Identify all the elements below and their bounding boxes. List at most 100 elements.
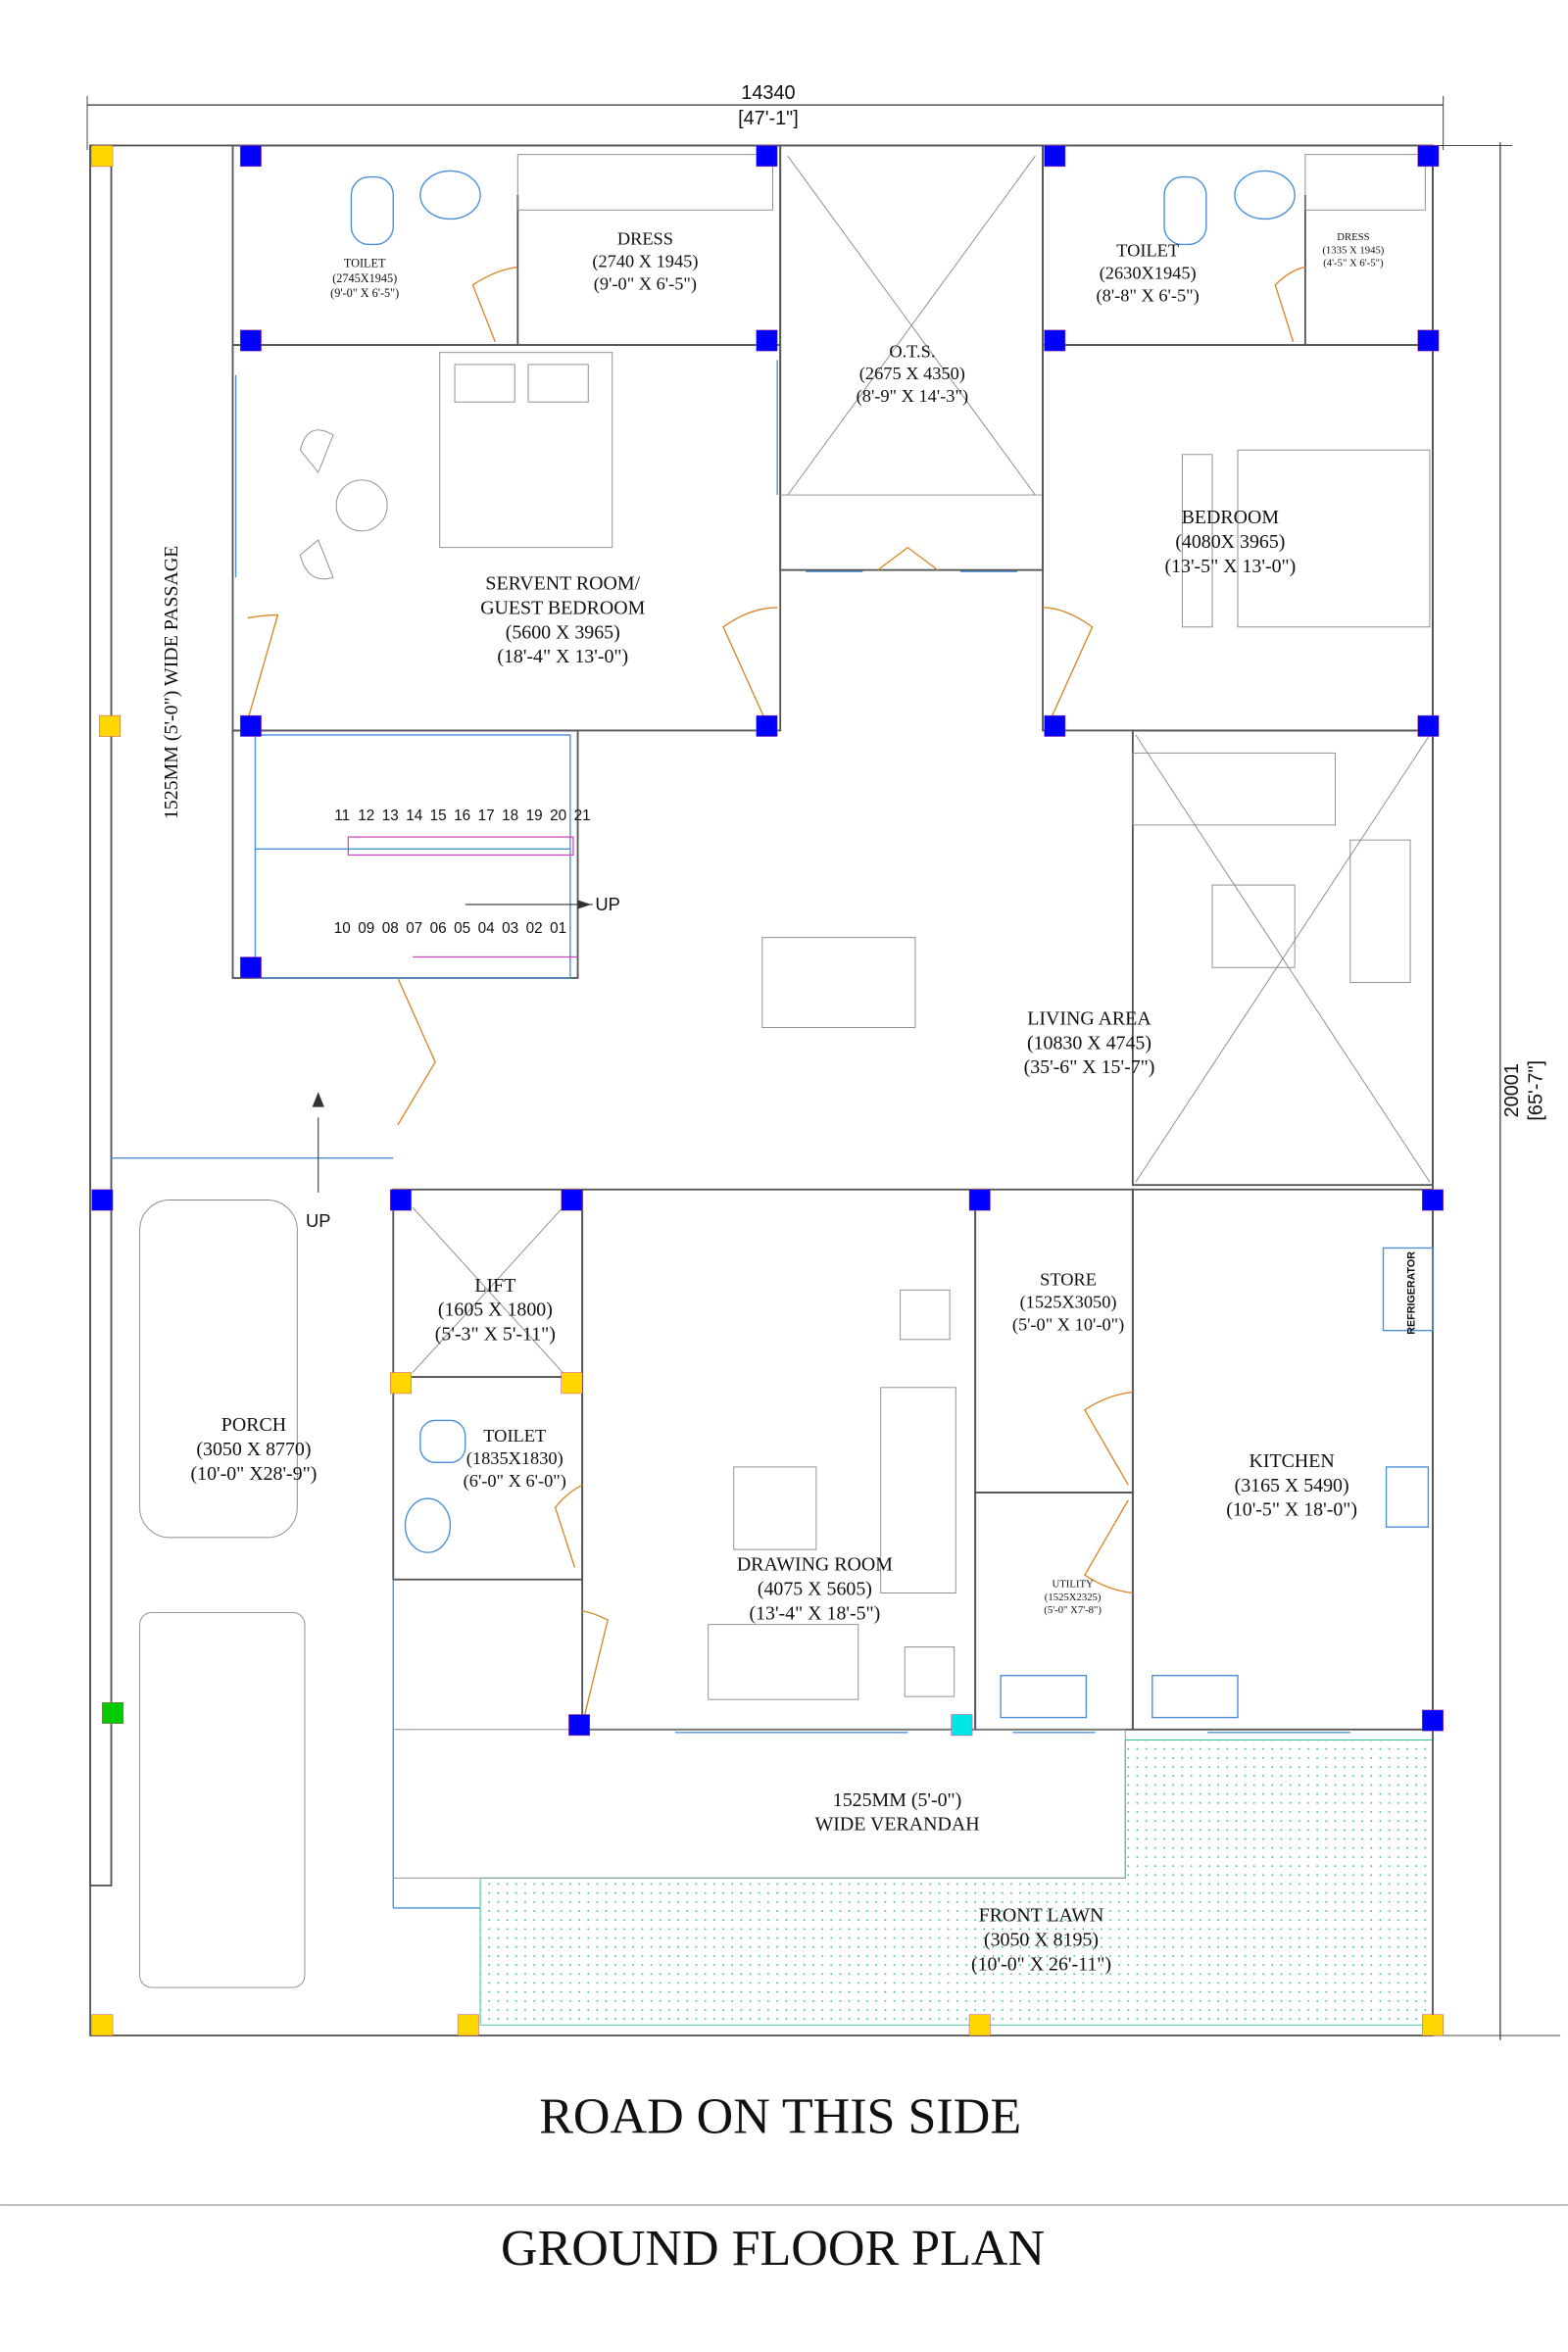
structural-column bbox=[756, 145, 778, 168]
structural-column bbox=[1044, 329, 1066, 352]
servent-label-line: (18'-4" X 13'-0") bbox=[497, 646, 628, 667]
dress2-label-line: (4'-5" X 6'-5") bbox=[1323, 258, 1384, 270]
plan-title: GROUND FLOOR PLAN bbox=[501, 2221, 1045, 2277]
structural-column bbox=[756, 329, 778, 352]
road-label: ROAD ON THIS SIDE bbox=[539, 2089, 1021, 2145]
structural-column bbox=[99, 714, 121, 737]
servent-label-line: SERVENT ROOM/ bbox=[485, 573, 640, 595]
structural-column bbox=[239, 145, 262, 168]
utility-label-line: UTILITY bbox=[1053, 1578, 1094, 1590]
structural-column bbox=[239, 956, 262, 979]
toilet2-label-line: (2630X1945) bbox=[1100, 264, 1197, 284]
stair-step-number: 07 bbox=[406, 920, 422, 937]
stair-step-number: 11 bbox=[334, 808, 350, 824]
stair-step-number: 18 bbox=[502, 808, 518, 824]
stair-step-number: 09 bbox=[358, 920, 374, 937]
living-label-line: (10830 X 4745) bbox=[1027, 1032, 1152, 1054]
stair-step-number: 10 bbox=[334, 920, 351, 937]
width-ft: [47'-1"] bbox=[738, 108, 799, 129]
toilet2-label-line: (8'-8" X 6'-5") bbox=[1097, 286, 1200, 307]
stair-step-number: 03 bbox=[502, 920, 518, 937]
utility-label-line: (5'-0" X7'-8") bbox=[1044, 1604, 1102, 1616]
structural-column bbox=[1422, 1189, 1444, 1211]
living-label-line: LIVING AREA bbox=[1027, 1007, 1152, 1029]
stair-step-number: 04 bbox=[478, 920, 496, 937]
servent-label-line: GUEST BEDROOM bbox=[480, 597, 645, 618]
drawing-label-line: DRAWING ROOM bbox=[737, 1554, 893, 1576]
stair-step-number: 13 bbox=[382, 808, 399, 824]
staircase[interactable] bbox=[254, 734, 593, 1193]
dress1-label-line: (9'-0" X 6'-5") bbox=[594, 273, 697, 294]
drawing-label-line: (4075 X 5605) bbox=[758, 1578, 872, 1599]
structural-column bbox=[91, 145, 114, 168]
stair-step-number: 16 bbox=[454, 808, 470, 824]
structural-column bbox=[1417, 145, 1440, 168]
structural-column bbox=[457, 2014, 479, 2036]
stair-step-number: 06 bbox=[430, 920, 447, 937]
structural-column bbox=[568, 1714, 591, 1737]
lift-label-line: (1605 X 1800) bbox=[438, 1299, 553, 1321]
dress2-label-line: DRESS bbox=[1337, 231, 1369, 243]
porch-label-line: (3050 X 8770) bbox=[196, 1439, 311, 1460]
store-label-line: (1525X3050) bbox=[1020, 1293, 1117, 1313]
dress1-label-line: (2740 X 1945) bbox=[592, 251, 698, 271]
kitchen-label-line: KITCHEN bbox=[1250, 1450, 1335, 1472]
toilet3-label-line: (6'-0" X 6'-0") bbox=[464, 1471, 566, 1492]
utility-label-line: (1525X2325) bbox=[1045, 1592, 1102, 1603]
passage-label: 1525MM (5'-0") WIDE PASSAGE bbox=[161, 546, 182, 819]
height-mm: 20001 bbox=[1501, 1063, 1523, 1117]
verandah-label-line: 1525MM (5'-0") bbox=[833, 1789, 962, 1811]
doors bbox=[247, 266, 1306, 1726]
structural-column bbox=[102, 1702, 123, 1724]
structural-column bbox=[91, 1189, 114, 1211]
porch-label-line: PORCH bbox=[221, 1414, 286, 1436]
lift-label-line: (5'-3" X 5'-11") bbox=[435, 1324, 556, 1346]
structural-column bbox=[389, 1372, 412, 1395]
verandah-label-line: WIDE VERANDAH bbox=[815, 1814, 980, 1836]
stair-step-number: 01 bbox=[550, 920, 566, 937]
store-label-line: STORE bbox=[1040, 1270, 1097, 1290]
ots-label-line: (8'-9" X 14'-3") bbox=[857, 386, 968, 407]
structural-column bbox=[561, 1372, 583, 1395]
toilet1-label-line: (9'-0" X 6'-5") bbox=[330, 286, 399, 300]
stair-step-number: 12 bbox=[358, 808, 374, 824]
stair-step-number: 08 bbox=[382, 920, 399, 937]
structural-column bbox=[1417, 714, 1440, 737]
columns bbox=[91, 145, 1444, 2036]
kitchen-label-line: (10'-5" X 18'-0") bbox=[1226, 1499, 1357, 1521]
structural-column bbox=[239, 329, 262, 352]
dress2-label-line: (1335 X 1945) bbox=[1322, 244, 1384, 256]
right-dimension: 20001 [65'-7"] bbox=[1432, 142, 1561, 2040]
structural-column bbox=[1044, 714, 1066, 737]
lawn-label-line: FRONT LAWN bbox=[979, 1905, 1104, 1927]
structural-column bbox=[389, 1189, 412, 1211]
stair-step-number: 20 bbox=[550, 808, 566, 824]
stairs-up-label: UP bbox=[595, 894, 620, 914]
bedroom-label-line: (4080X 3965) bbox=[1175, 531, 1285, 553]
refrigerator-label: REFRIGERATOR bbox=[1406, 1251, 1418, 1335]
walls bbox=[89, 144, 1434, 2036]
toilet1-label-line: TOILET bbox=[344, 256, 386, 270]
kitchen-label-line: (3165 X 5490) bbox=[1235, 1475, 1349, 1496]
bedroom-label-line: BEDROOM bbox=[1182, 507, 1280, 528]
structural-column bbox=[1422, 2014, 1444, 2036]
porch-up-label: UP bbox=[306, 1210, 331, 1231]
structural-column bbox=[1422, 1709, 1444, 1732]
stair-step-number: 05 bbox=[454, 920, 470, 937]
ots-label-line: O.T.S. bbox=[889, 341, 935, 361]
toilet3-label-line: TOILET bbox=[483, 1426, 546, 1446]
stair-step-number: 02 bbox=[526, 920, 543, 937]
structural-column bbox=[91, 2014, 114, 2036]
stair-step-number: 19 bbox=[526, 808, 543, 824]
dress1-label-line: DRESS bbox=[617, 228, 673, 248]
stair-step-number: 17 bbox=[478, 808, 495, 824]
lift-label-line: LIFT bbox=[474, 1275, 515, 1297]
front-lawn-area bbox=[479, 1740, 1434, 2026]
porch-label-line: (10'-0" X28'-9") bbox=[191, 1463, 318, 1485]
structural-column bbox=[1044, 145, 1066, 168]
toilet1-label-line: (2745X1945) bbox=[332, 271, 397, 285]
lawn-label-line: (10'-0" X 26'-11") bbox=[971, 1953, 1111, 1975]
structural-column bbox=[1417, 329, 1440, 352]
structural-column bbox=[968, 1189, 991, 1211]
